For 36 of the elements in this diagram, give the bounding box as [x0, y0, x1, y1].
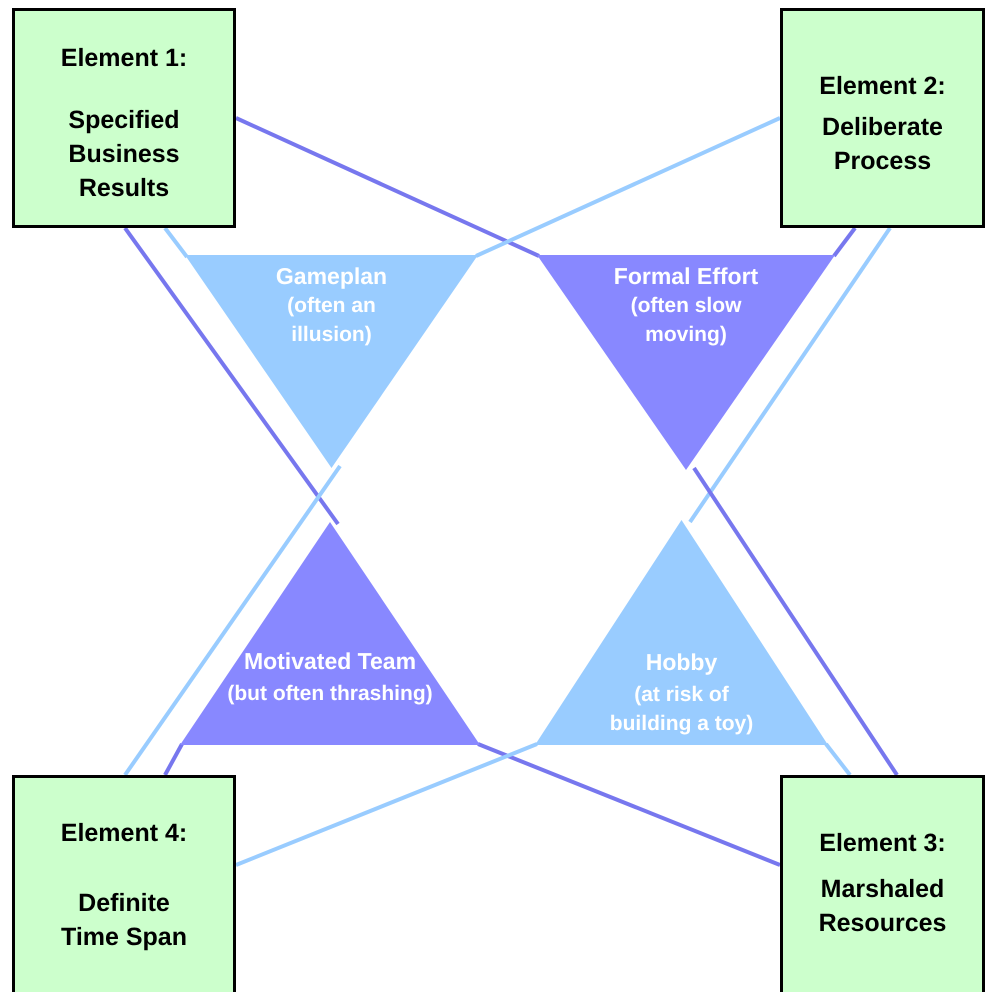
connector-line: [824, 742, 852, 776]
connector-line: [688, 226, 892, 524]
node-subtitle: (often an illusion): [286, 293, 377, 348]
node-subtitle: (often slow moving): [630, 293, 742, 348]
node-title: Element 4:: [60, 818, 188, 849]
triangle: [180, 522, 480, 745]
connector-line: [123, 226, 340, 526]
connector-line: [235, 742, 538, 867]
node-title: Motivated Team: [242, 647, 418, 676]
triangle: [537, 255, 835, 470]
node-title: Gameplan: [274, 262, 388, 291]
connector-line: [832, 226, 857, 258]
triangle: [535, 520, 828, 745]
connector-line: [692, 466, 899, 776]
element-box: [780, 775, 985, 992]
node-subtitle: Deliberate Process: [821, 112, 944, 177]
connector-line: [163, 226, 189, 258]
node-title: Formal Effort: [612, 262, 760, 291]
connector-line: [475, 116, 781, 258]
node-subtitle: (at risk of building a toy): [608, 682, 754, 737]
element-box: [12, 775, 236, 992]
node-subtitle: Definite Time Span: [60, 888, 188, 953]
connector-line: [123, 464, 342, 776]
node-subtitle: (but often thrashing): [226, 681, 434, 707]
node-subtitle: Specified Business Results: [67, 105, 181, 204]
element-box: [780, 8, 985, 228]
node-subtitle: Marshaled Resources: [818, 874, 948, 939]
node-title: Element 3:: [818, 828, 947, 859]
triangle: [185, 255, 478, 468]
node-title: Element 1:: [60, 43, 188, 74]
node-title: Hobby: [644, 648, 718, 677]
connector-line: [477, 742, 781, 867]
element-box: [12, 8, 236, 228]
connector-line: [163, 743, 184, 776]
connector-line: [235, 116, 540, 258]
node-title: Element 2:: [818, 71, 947, 102]
